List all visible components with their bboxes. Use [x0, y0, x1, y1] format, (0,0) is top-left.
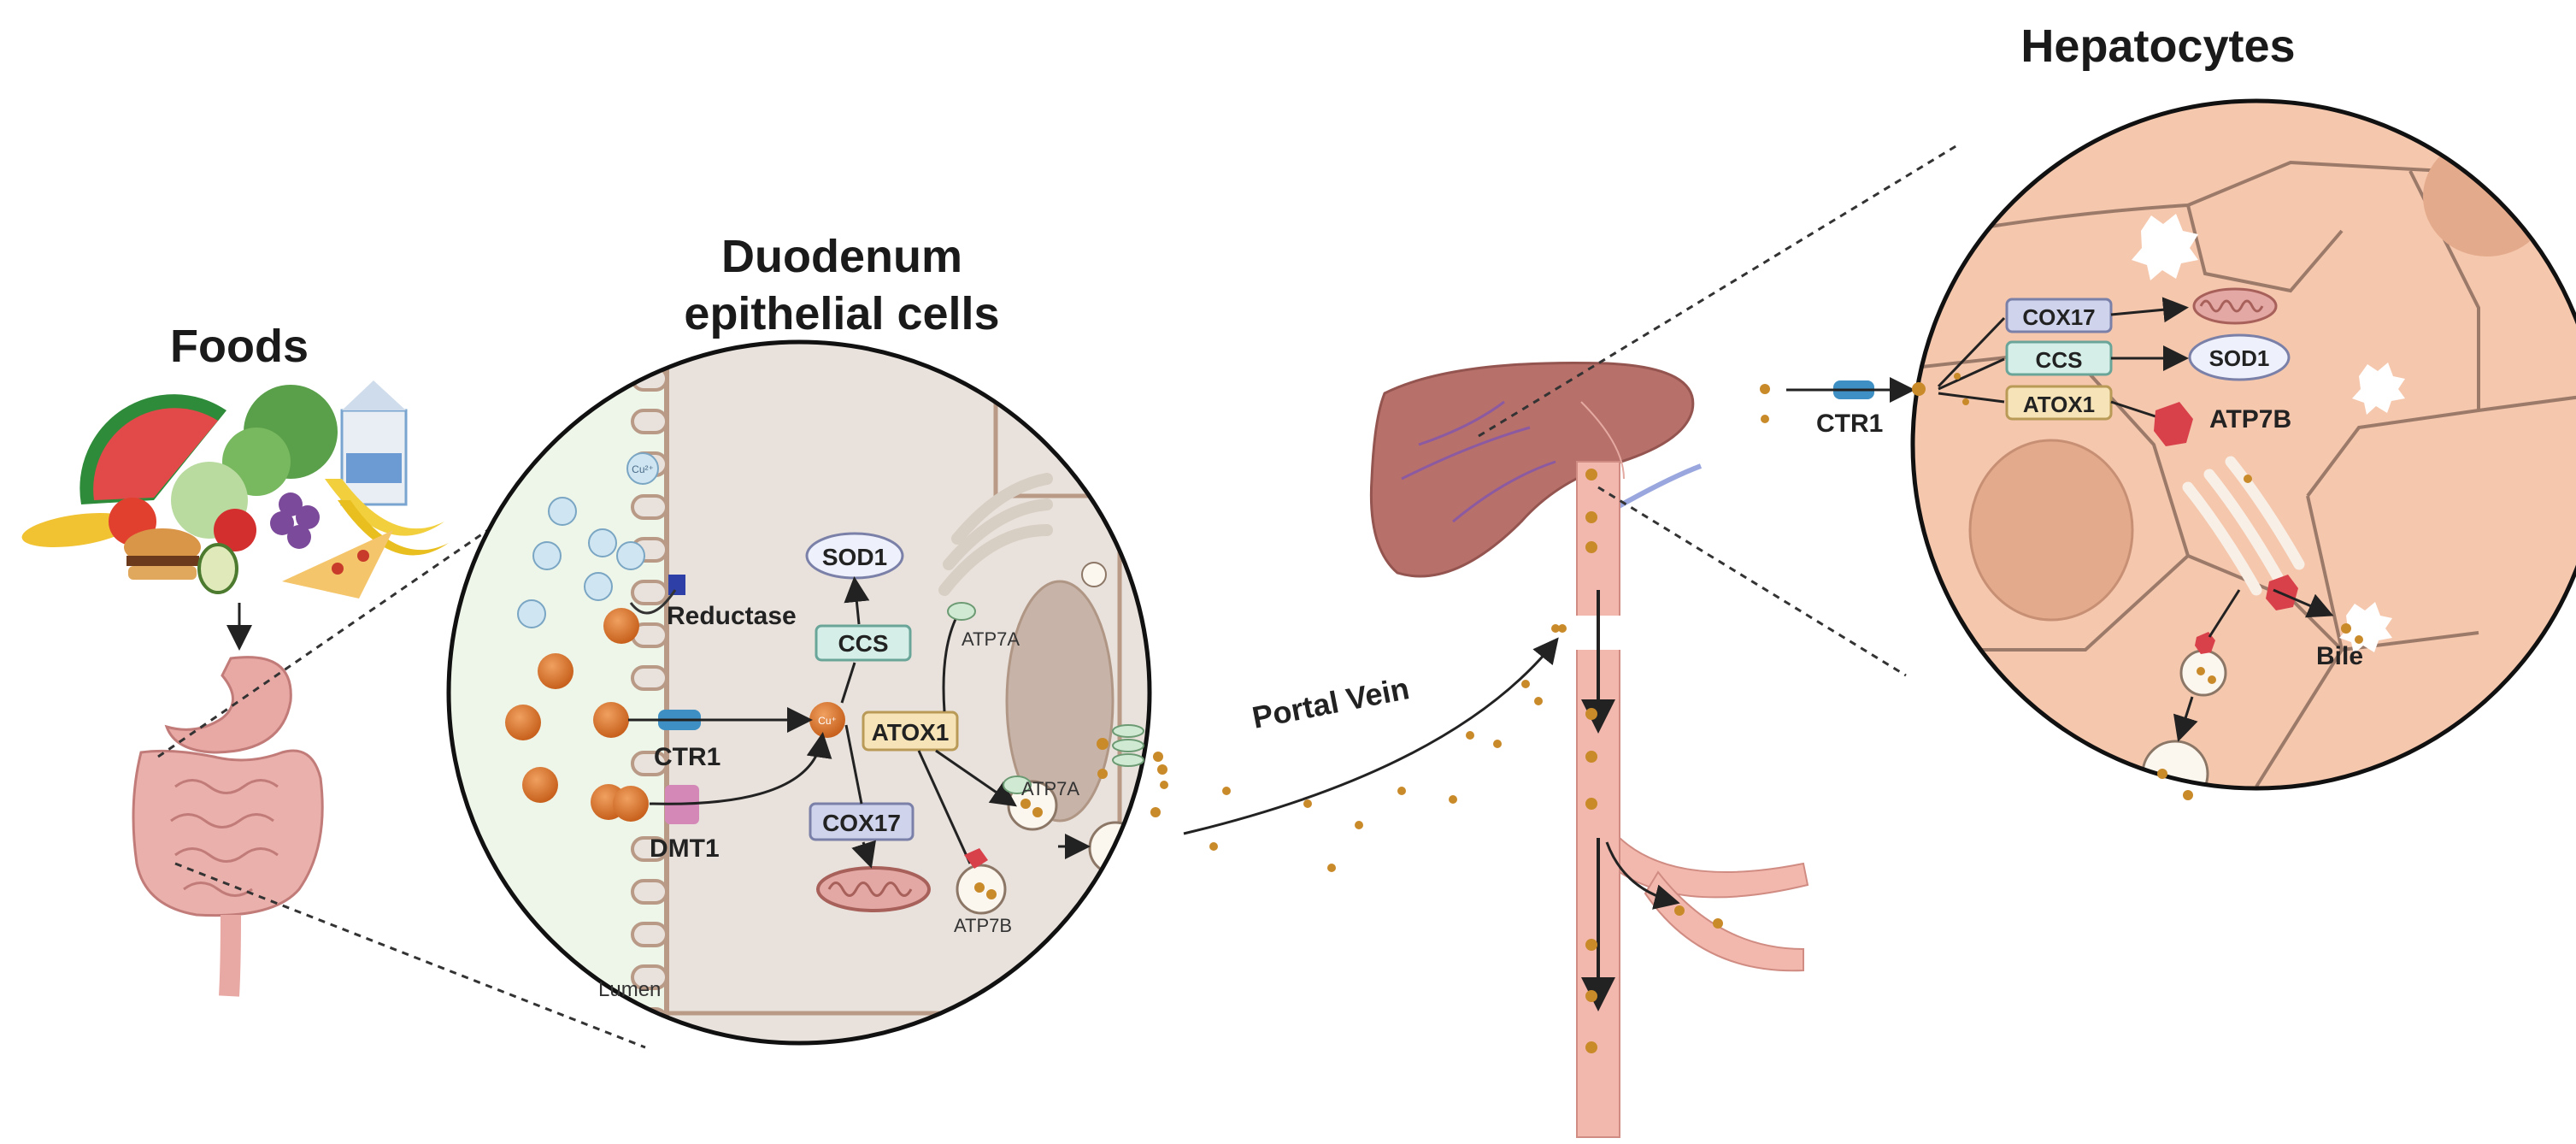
hep-atp7b-shape — [2154, 402, 2193, 446]
portal-vein-group: Portal Vein — [1183, 624, 1560, 872]
cu1-label: Cu⁺ — [818, 715, 837, 727]
duodenum-group: Duodenum epithelial cells — [446, 231, 1168, 1046]
reductase-enzyme — [668, 575, 685, 595]
hepatocytes-group: Hepatocytes — [1760, 21, 2576, 800]
duo-atox1-label: ATOX1 — [872, 719, 950, 746]
duo-cox17-label: COX17 — [822, 810, 901, 836]
hep-bile-label: Bile — [2316, 642, 2363, 670]
duodenum-title-line1: Duodenum — [721, 231, 962, 282]
hep-sod1-label: SOD1 — [2209, 345, 2270, 371]
duo-atp7a-vesicle-label: ATP7A — [1021, 778, 1079, 799]
hep-sod1-shape — [2188, 333, 2291, 381]
foods-group: Foods — [21, 321, 646, 1049]
reductase-label: Reductase — [667, 602, 797, 630]
duo-atp7a-golgi-label: ATP7A — [962, 628, 1020, 650]
hepatocytes-title: Hepatocytes — [2020, 21, 2295, 72]
hep-atox1-label: ATOX1 — [2023, 392, 2095, 417]
digestive-tract-illustration — [132, 656, 324, 997]
cu1-ions: Cu⁺ — [505, 608, 845, 822]
cu2-ions: Cu²⁺ — [517, 452, 659, 628]
hep-cox17-label: COX17 — [2022, 304, 2095, 330]
foods-title: Foods — [170, 321, 309, 372]
lumen-label: Lumen — [598, 978, 661, 1001]
ctr1-label: CTR1 — [654, 743, 720, 771]
cu2-label: Cu²⁺ — [632, 463, 654, 475]
portal-vein-label: Portal Vein — [1250, 670, 1412, 735]
duo-atp7b-shape — [964, 848, 988, 869]
duodenum-title-line2: epithelial cells — [684, 288, 999, 339]
hep-atp7b-label: ATP7B — [2209, 405, 2291, 433]
duo-atox1-box — [862, 711, 959, 752]
hep-ctr1-label: CTR1 — [1816, 410, 1883, 438]
duo-sod1-label: SOD1 — [822, 544, 887, 570]
hep-cox17-box — [2005, 298, 2113, 333]
dmt1-label: DMT1 — [650, 834, 720, 863]
liver-group — [1369, 144, 1958, 1138]
duo-ccs-box — [815, 624, 912, 662]
duo-ccs-label: CCS — [838, 630, 888, 657]
food-illustration — [21, 380, 449, 599]
hep-ccs-label: CCS — [2036, 347, 2083, 373]
duo-atp7b-label: ATP7B — [954, 915, 1012, 936]
